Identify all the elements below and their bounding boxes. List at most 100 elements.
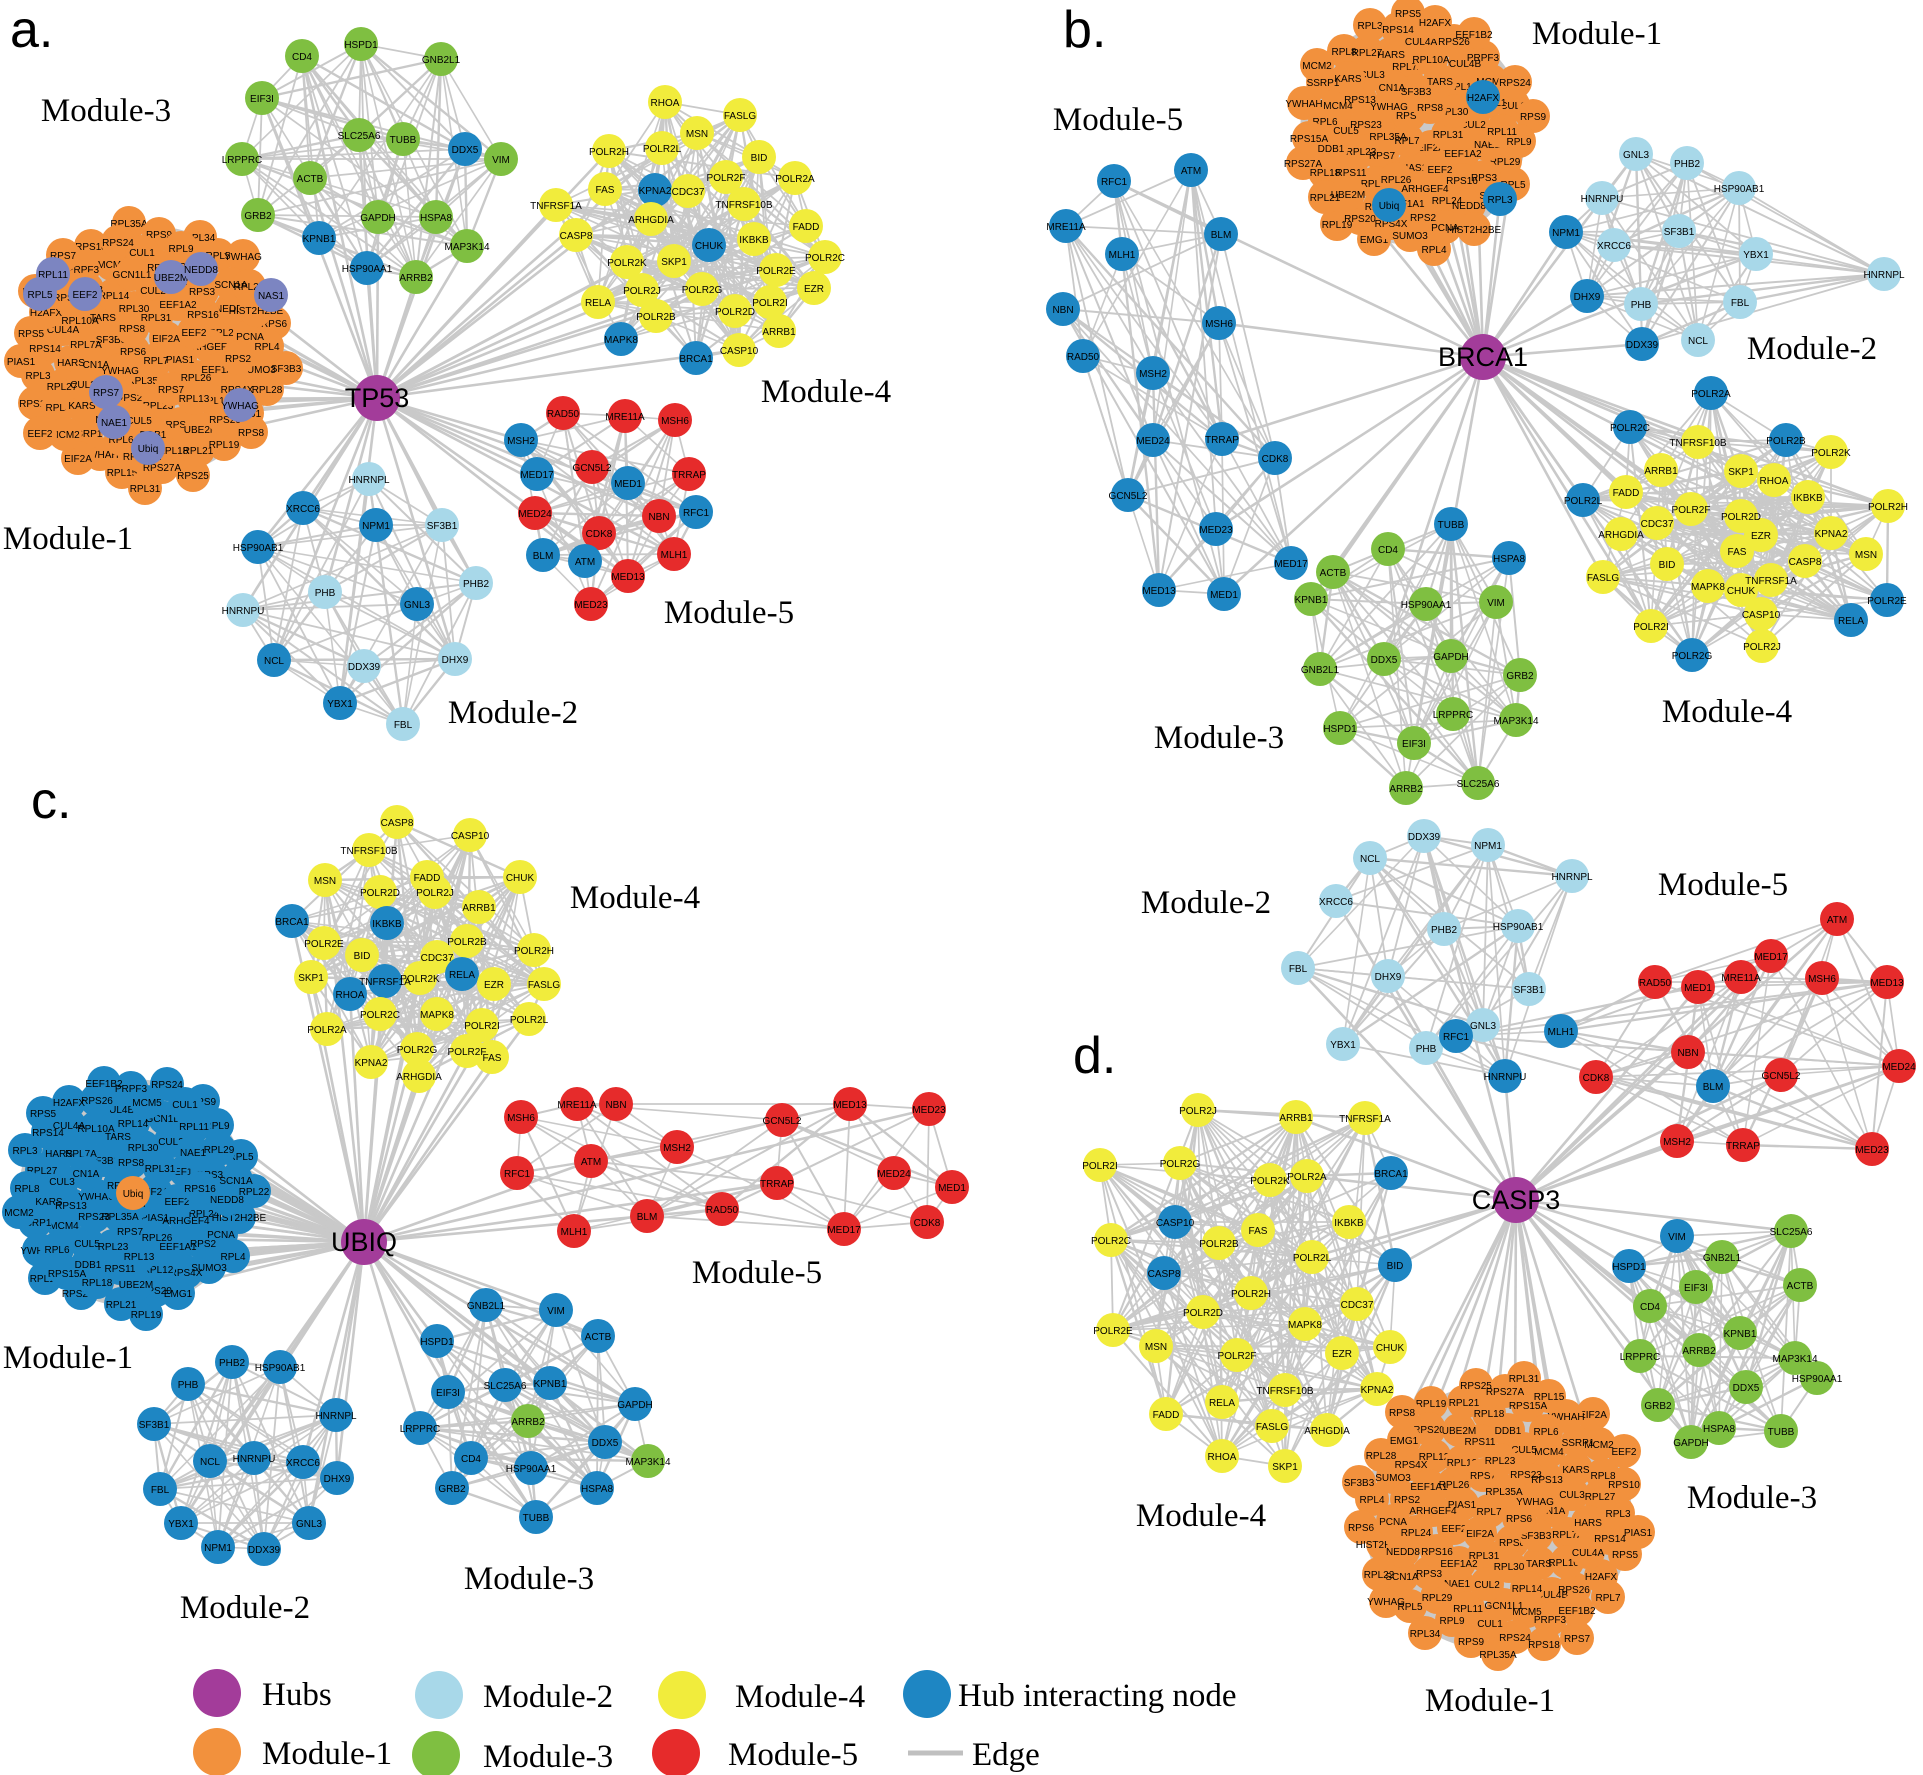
svg-text:CDC37: CDC37 — [421, 953, 454, 964]
svg-text:Module-5: Module-5 — [664, 595, 794, 631]
svg-text:NPM1: NPM1 — [1552, 228, 1580, 239]
svg-text:CD4: CD4 — [461, 1454, 481, 1465]
svg-text:YWHAG: YWHAG — [78, 1192, 116, 1203]
svg-text:RPS8: RPS8 — [118, 1158, 145, 1169]
svg-text:CHUK: CHUK — [695, 241, 724, 252]
svg-text:HNRNPL: HNRNPL — [1551, 872, 1593, 883]
svg-text:RPL34: RPL34 — [185, 233, 216, 244]
svg-text:RPL22: RPL22 — [239, 1187, 270, 1198]
svg-text:POLR2F: POLR2F — [707, 173, 746, 184]
svg-text:POLR2I: POLR2I — [752, 298, 788, 309]
svg-text:BID: BID — [751, 153, 768, 164]
svg-text:PCNA: PCNA — [207, 1230, 235, 1241]
svg-text:GAPDH: GAPDH — [1433, 652, 1469, 663]
svg-text:HSPA8: HSPA8 — [420, 213, 452, 224]
svg-text:CDC37: CDC37 — [1341, 1300, 1374, 1311]
svg-text:EIF3I: EIF3I — [1684, 1283, 1708, 1294]
svg-text:TNFRSF10B: TNFRSF10B — [715, 200, 773, 211]
svg-text:RPS23: RPS23 — [1350, 120, 1382, 131]
svg-text:KPNB1: KPNB1 — [1724, 1329, 1757, 1340]
svg-text:GCN5L2: GCN5L2 — [763, 1116, 802, 1127]
svg-text:CD4: CD4 — [292, 52, 312, 63]
svg-text:RPL11: RPL11 — [1453, 1604, 1483, 1615]
svg-text:EIF3I: EIF3I — [436, 1388, 460, 1399]
svg-text:RPS20: RPS20 — [1344, 214, 1376, 225]
svg-text:YWHAH: YWHAH — [20, 1246, 57, 1257]
svg-text:EIF2A: EIF2A — [152, 334, 180, 345]
svg-text:GRB2: GRB2 — [438, 1484, 466, 1495]
svg-text:PHB2: PHB2 — [1431, 925, 1458, 936]
svg-text:RPL3: RPL3 — [12, 1146, 37, 1157]
svg-text:DDX39: DDX39 — [1626, 340, 1659, 351]
svg-text:a.: a. — [10, 1, 53, 59]
svg-text:BRCA1: BRCA1 — [679, 354, 713, 365]
svg-text:MAP3K14: MAP3K14 — [1493, 716, 1538, 727]
svg-text:RPL21: RPL21 — [1310, 193, 1341, 204]
svg-text:TNFRSF1A: TNFRSF1A — [1745, 576, 1797, 587]
svg-text:ACTB: ACTB — [585, 1332, 612, 1343]
svg-text:POLR2G: POLR2G — [397, 1045, 438, 1056]
svg-text:RPL7: RPL7 — [1394, 136, 1419, 147]
svg-text:RPS24: RPS24 — [1499, 1633, 1531, 1644]
svg-text:RPS9: RPS9 — [1458, 1637, 1485, 1648]
svg-text:MCM5: MCM5 — [97, 260, 127, 271]
svg-text:CASP10: CASP10 — [451, 831, 490, 842]
svg-text:Module-1: Module-1 — [262, 1736, 392, 1772]
svg-text:CUL2: CUL2 — [140, 286, 166, 297]
svg-text:RPL35A: RPL35A — [1485, 1487, 1523, 1498]
svg-text:RPL8: RPL8 — [1331, 47, 1356, 58]
svg-text:MSN: MSN — [314, 876, 336, 887]
svg-text:RPL26: RPL26 — [1439, 1480, 1470, 1491]
svg-text:RPS26: RPS26 — [1558, 1585, 1590, 1596]
svg-text:FAS: FAS — [1728, 547, 1747, 558]
svg-text:PIAS1: PIAS1 — [1399, 163, 1428, 174]
svg-text:RPL6: RPL6 — [108, 435, 133, 446]
svg-text:d.: d. — [1073, 1027, 1116, 1085]
svg-text:TARS: TARS — [1526, 1559, 1552, 1570]
svg-text:MAPK8: MAPK8 — [604, 335, 638, 346]
svg-text:TUBB: TUBB — [390, 135, 417, 146]
svg-text:DDX39: DDX39 — [348, 662, 381, 673]
svg-text:RPL14: RPL14 — [118, 1119, 149, 1130]
svg-text:SUMO3: SUMO3 — [1392, 231, 1428, 242]
svg-text:Module-2: Module-2 — [180, 1590, 310, 1626]
svg-text:MED17: MED17 — [1754, 952, 1788, 963]
svg-text:RPS25: RPS25 — [177, 471, 209, 482]
svg-text:IKBKB: IKBKB — [372, 919, 402, 930]
svg-text:GCN1L1: GCN1L1 — [1485, 1601, 1524, 1612]
svg-text:RPS14: RPS14 — [1382, 25, 1414, 36]
svg-text:CN1A: CN1A — [1379, 83, 1406, 94]
svg-text:SF3B3: SF3B3 — [1344, 1478, 1375, 1489]
svg-text:CUL4A: CUL4A — [1405, 37, 1438, 48]
svg-text:EIF2A: EIF2A — [1417, 143, 1445, 154]
svg-text:SKP1: SKP1 — [298, 973, 324, 984]
svg-text:CUL1: CUL1 — [1477, 1619, 1503, 1630]
svg-text:RPL31: RPL31 — [141, 313, 172, 324]
svg-text:EEF1B2: EEF1B2 — [1558, 1606, 1596, 1617]
svg-text:RPL26: RPL26 — [1381, 175, 1412, 186]
svg-text:LRPPRC: LRPPRC — [1433, 710, 1474, 721]
svg-text:TUBB: TUBB — [523, 1513, 550, 1524]
svg-text:POLR2F: POLR2F — [1218, 1351, 1257, 1362]
svg-text:FASLG: FASLG — [1587, 573, 1619, 584]
svg-text:H2AFX: H2AFX — [53, 1098, 86, 1109]
svg-text:RPS7: RPS7 — [93, 388, 120, 399]
svg-text:RPL11: RPL11 — [179, 1122, 209, 1133]
svg-text:RPL3: RPL3 — [1487, 195, 1512, 206]
svg-text:RPL8: RPL8 — [1590, 1471, 1615, 1482]
svg-text:BRCA1: BRCA1 — [1438, 342, 1528, 372]
svg-text:PCNA: PCNA — [1431, 223, 1459, 234]
svg-text:RPL3: RPL3 — [1605, 1509, 1630, 1520]
svg-text:MCM2: MCM2 — [1584, 1440, 1614, 1451]
svg-text:HSPD1: HSPD1 — [420, 1337, 454, 1348]
svg-text:POLR2B: POLR2B — [636, 312, 676, 323]
svg-text:RPL9: RPL9 — [1506, 137, 1531, 148]
svg-text:DDX39: DDX39 — [248, 1545, 281, 1556]
svg-text:Module-5: Module-5 — [1053, 102, 1183, 138]
svg-text:RPL8: RPL8 — [14, 1184, 39, 1195]
svg-text:IKBKB: IKBKB — [1334, 1218, 1364, 1229]
svg-text:SF3B3: SF3B3 — [271, 364, 302, 375]
svg-text:HSP90AA1: HSP90AA1 — [506, 1464, 557, 1475]
svg-text:SUMO3: SUMO3 — [240, 365, 276, 376]
svg-text:POLR2C: POLR2C — [1091, 1236, 1131, 1247]
